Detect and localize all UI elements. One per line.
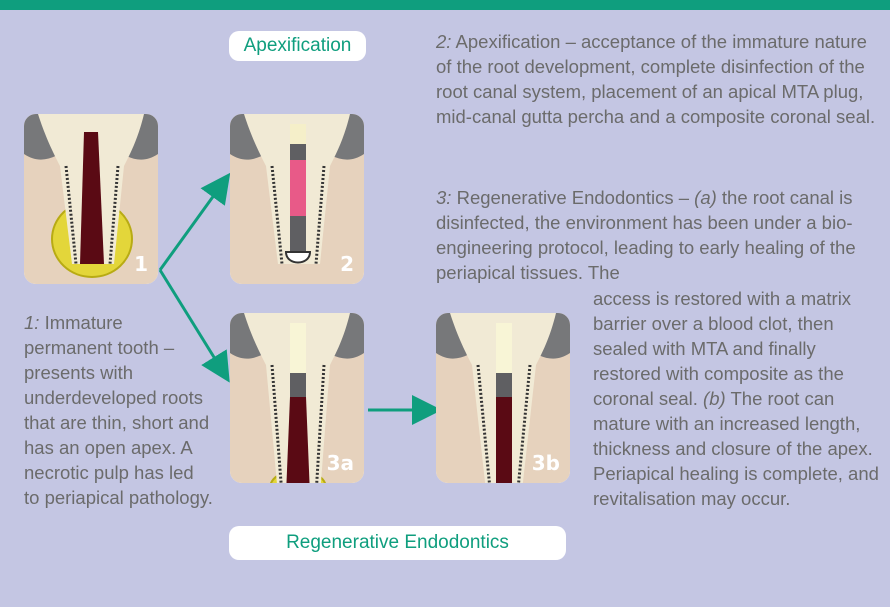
description-3-a-marker: (a) bbox=[694, 187, 717, 208]
arrow-to-apexification bbox=[160, 180, 225, 270]
description-1: 1: Immature permanent tooth – presents w… bbox=[24, 310, 214, 510]
description-2-number: 2: bbox=[436, 31, 451, 52]
description-2: 2: Apexification – acceptance of the imm… bbox=[436, 29, 878, 129]
description-2-body: Apexification – acceptance of the immatu… bbox=[436, 31, 875, 127]
description-3-b-marker: (b) bbox=[703, 388, 726, 409]
description-3-continued: access is restored with a matrix barrier… bbox=[593, 286, 881, 511]
regenerative-label: Regenerative Endodontics bbox=[229, 526, 566, 560]
panel-1-badge: 1 bbox=[134, 252, 148, 276]
panel-3b-badge: 3b bbox=[532, 451, 560, 475]
tooth-panel-2: 2 bbox=[230, 114, 364, 284]
tooth-panel-1: 1 bbox=[24, 114, 158, 284]
description-3-intro: Regenerative Endodontics – bbox=[451, 187, 694, 208]
description-1-number: 1: bbox=[24, 312, 39, 333]
description-3-number: 3: bbox=[436, 187, 451, 208]
tooth-panel-3b: 3b bbox=[436, 313, 570, 483]
panel-2-badge: 2 bbox=[340, 252, 354, 276]
apexification-label: Apexification bbox=[229, 31, 366, 61]
panel-3a-badge: 3a bbox=[327, 451, 354, 475]
description-3: 3: Regenerative Endodontics – (a) the ro… bbox=[436, 185, 866, 285]
tooth-panel-3a: 3a bbox=[230, 313, 364, 483]
description-1-body: Immature permanent tooth – presents with… bbox=[24, 312, 213, 508]
